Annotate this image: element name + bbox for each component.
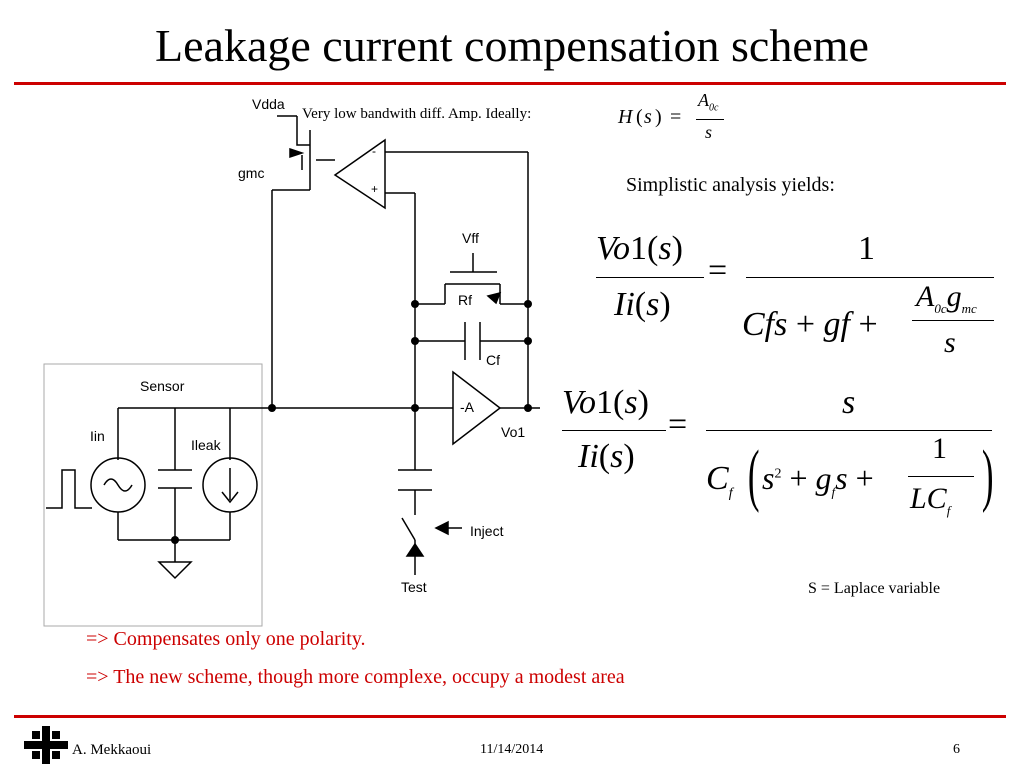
title-divider [14,82,1006,85]
laplace-note: S = Laplace variable [808,580,941,597]
sensor-label: Sensor [140,378,185,394]
vo1-label: Vo1 [501,424,526,440]
vdda-label: Vdda [252,96,285,112]
amp-note: Very low bandwith diff. Amp. Ideally: [302,106,532,122]
ileak-label: Ileak [191,437,221,453]
footer-date: 11/14/2014 [480,742,544,757]
inject-label: Inject [470,523,504,539]
plus-label: + [371,182,379,196]
analysis-label: Simplistic analysis yields: [626,174,835,196]
slide-title: Leakage current compensation scheme [155,20,869,71]
bullet-2: => The new scheme, though more complexe,… [86,666,625,688]
test-label: Test [401,579,427,595]
sensor-box [43,363,263,627]
footer-page-number: 6 [953,742,960,757]
transfer-function-equation: H ( s ) = A0c s [614,90,734,152]
equation-1: Vo1(s) Ii(s) = 1 Cfs + gf + A0cgmc s [590,222,1010,372]
rf-label: Rf [458,292,472,308]
bullet-1: => Compensates only one polarity. [86,628,366,650]
footer-divider [14,715,1006,718]
minus-label: - [372,144,376,158]
iin-label: Iin [90,428,105,444]
equation-2: Vo1(s) Ii(s) = s Cf ( s2 + gfs + 1 LCf ) [562,384,994,518]
fermilab-logo-icon [24,726,68,764]
vff-label: Vff [462,230,479,246]
amp-gain-label: -A [460,399,474,415]
cf-label: Cf [486,352,500,368]
footer-author: A. Mekkaoui [72,742,152,758]
gmc-label: gmc [238,165,265,181]
